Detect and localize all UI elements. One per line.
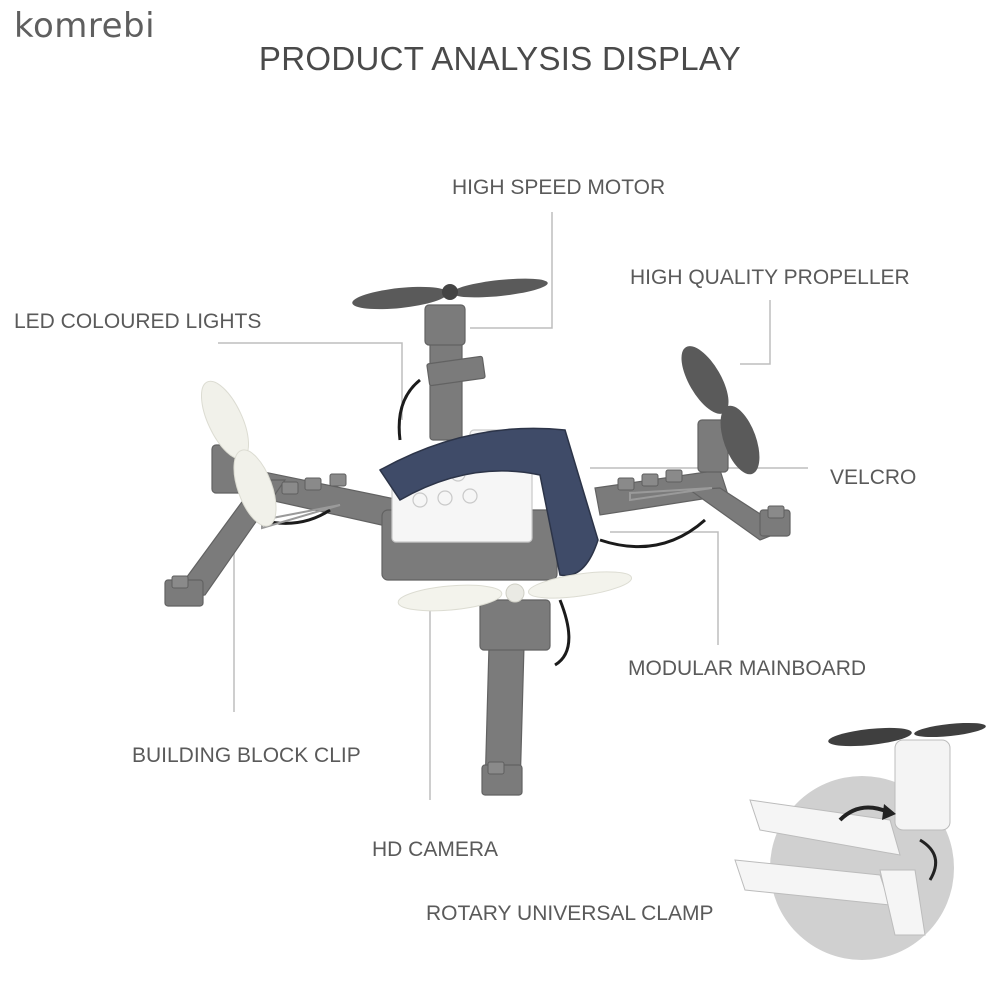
label-hd-camera: HD CAMERA — [372, 838, 499, 861]
leader-line-mainboard — [610, 531, 719, 645]
propeller-front — [397, 571, 633, 612]
inset-clamp — [734, 722, 986, 936]
page-title: PRODUCT ANALYSIS DISPLAY — [258, 40, 742, 77]
frame-studs — [171, 469, 785, 775]
label-building-block-clip: BUILDING BLOCK CLIP — [132, 744, 361, 767]
leader-line-motor — [470, 212, 553, 329]
propeller-right — [681, 346, 760, 475]
leader-lines — [218, 212, 808, 800]
label-modular-mainboard: MODULAR MAINBOARD — [628, 657, 867, 680]
watermark-text: komrebi — [14, 6, 156, 46]
velcro-strap — [378, 427, 599, 577]
leader-line-led — [218, 342, 403, 420]
leader-line-propeller — [740, 300, 771, 365]
label-led-coloured-lights: LED COLOURED LIGHTS — [14, 310, 262, 333]
propeller-left — [200, 380, 277, 527]
label-rotary-universal-clamp: ROTARY UNIVERSAL CLAMP — [426, 902, 714, 925]
label-high-speed-motor: HIGH SPEED MOTOR — [452, 176, 666, 199]
propeller-top — [352, 278, 548, 310]
label-high-quality-propeller: HIGH QUALITY PROPELLER — [630, 266, 910, 289]
label-velcro: VELCRO — [830, 466, 917, 489]
